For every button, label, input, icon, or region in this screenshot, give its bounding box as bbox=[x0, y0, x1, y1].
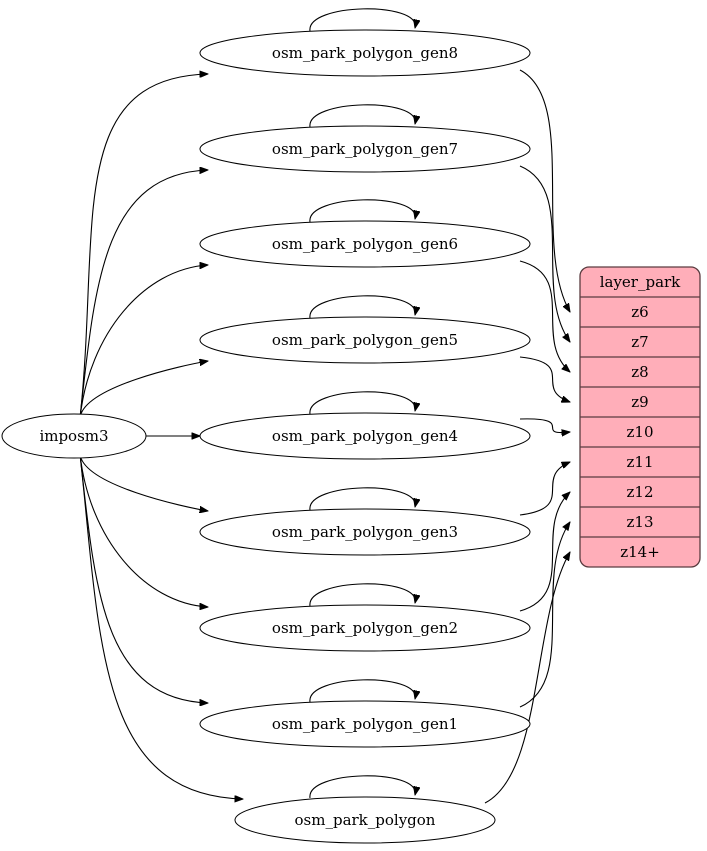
edge-osm-park-polygon-gen6-to-z8 bbox=[519, 260, 570, 372]
table-row-z14plus[interactable]: z14+ bbox=[620, 543, 660, 561]
self-loop-osm-park-polygon-gen6 bbox=[309, 199, 415, 223]
edge-osm-park-polygon-gen2-to-z12 bbox=[519, 492, 570, 612]
edge-osm-park-polygon-gen1-to-z13 bbox=[519, 522, 570, 708]
edge-osm-park-polygon-gen5-to-z9 bbox=[519, 356, 570, 402]
node-osm-park-polygon-gen4[interactable] bbox=[199, 412, 531, 460]
self-loop-edges bbox=[309, 8, 415, 799]
node-osm-park-polygon-gen1[interactable] bbox=[199, 700, 531, 748]
self-loop-osm-park-polygon-gen3 bbox=[309, 487, 415, 511]
node-osm-park-polygon-gen8[interactable] bbox=[199, 29, 531, 77]
table-row-z7[interactable]: z7 bbox=[631, 333, 648, 351]
self-loop-osm-park-polygon-gen5 bbox=[309, 295, 415, 319]
table-row-z13[interactable]: z13 bbox=[627, 513, 654, 531]
node-osm-park-polygon-gen3[interactable] bbox=[199, 508, 531, 556]
node-osm-park-polygon-gen5[interactable] bbox=[199, 316, 531, 364]
node-osm-park-polygon-gen2[interactable] bbox=[199, 604, 531, 652]
table-row-z8[interactable]: z8 bbox=[631, 363, 648, 381]
edge-imposm3-to-osm-park-polygon-gen2 bbox=[79, 453, 208, 607]
self-loop-osm-park-polygon bbox=[309, 775, 415, 799]
edge-imposm3-to-osm-park-polygon-gen3 bbox=[79, 453, 208, 511]
edge-imposm3-to-osm-park-polygon-gen5 bbox=[79, 361, 208, 419]
node-osm-park-polygon-gen6[interactable] bbox=[199, 220, 531, 268]
edge-osm-park-polygon-to-z14plus bbox=[484, 552, 570, 804]
node-osm-park-polygon-gen8-label: osm_park_polygon_gen8 bbox=[272, 44, 458, 62]
table-row-z10[interactable]: z10 bbox=[627, 423, 654, 441]
edge-osm-park-polygon-gen3-to-z11 bbox=[519, 462, 570, 516]
node-osm-park-polygon-gen7[interactable] bbox=[199, 125, 531, 173]
node-osm-park-polygon[interactable] bbox=[234, 796, 496, 844]
self-loop-osm-park-polygon-gen7 bbox=[309, 104, 415, 128]
edge-imposm3-to-osm-park-polygon-gen6 bbox=[79, 265, 208, 419]
node-osm-park-polygon-gen5-label: osm_park_polygon_gen5 bbox=[272, 331, 458, 349]
self-loop-osm-park-polygon-gen4 bbox=[309, 391, 415, 415]
self-loop-osm-park-polygon-gen1 bbox=[309, 679, 415, 703]
edge-osm-park-polygon-gen4-to-z10 bbox=[519, 418, 570, 433]
node-shapes: imposm3 osm_park_polygon_gen8 osm_park_pol… bbox=[1, 29, 531, 844]
node-osm-park-polygon-gen4-label: osm_park_polygon_gen4 bbox=[272, 427, 458, 445]
self-loop-osm-park-polygon-gen2 bbox=[309, 583, 415, 607]
edge-imposm3-to-osm-park-polygon-gen7 bbox=[79, 170, 208, 419]
edge-osm-park-polygon-gen8-to-z6 bbox=[519, 69, 570, 312]
node-osm-park-polygon-gen1-label: osm_park_polygon_gen1 bbox=[272, 715, 458, 733]
edge-imposm3-to-osm-park-polygon bbox=[79, 453, 243, 799]
layer-park-table: layer_park z6 z7 z8 z9 z10 z11 z12 z13 z14+ bbox=[579, 266, 701, 568]
edges-to-layer-park bbox=[484, 69, 570, 804]
node-osm-park-polygon-gen2-label: osm_park_polygon_gen2 bbox=[272, 619, 458, 637]
table-row-z6[interactable]: z6 bbox=[631, 303, 648, 321]
node-imposm3-label: imposm3 bbox=[39, 427, 108, 445]
edge-imposm3-to-osm-park-polygon-gen1 bbox=[79, 453, 208, 703]
table-row-z9[interactable]: z9 bbox=[631, 393, 648, 411]
node-osm-park-polygon-gen6-label: osm_park_polygon_gen6 bbox=[272, 235, 458, 253]
node-osm-park-polygon-gen7-label: osm_park_polygon_gen7 bbox=[272, 140, 458, 158]
table-row-z11[interactable]: z11 bbox=[627, 453, 654, 471]
edge-osm-park-polygon-gen7-to-z7 bbox=[519, 165, 570, 342]
node-osm-park-polygon-gen3-label: osm_park_polygon_gen3 bbox=[272, 523, 458, 541]
node-osm-park-polygon-label: osm_park_polygon bbox=[295, 811, 436, 829]
table-row-z12[interactable]: z12 bbox=[627, 483, 654, 501]
self-loop-osm-park-polygon-gen8 bbox=[309, 8, 415, 32]
layer-park-header: layer_park bbox=[600, 273, 681, 291]
edges-from-imposm3 bbox=[79, 74, 243, 799]
edge-imposm3-to-osm-park-polygon-gen8 bbox=[79, 74, 208, 419]
node-imposm3[interactable] bbox=[1, 413, 147, 459]
